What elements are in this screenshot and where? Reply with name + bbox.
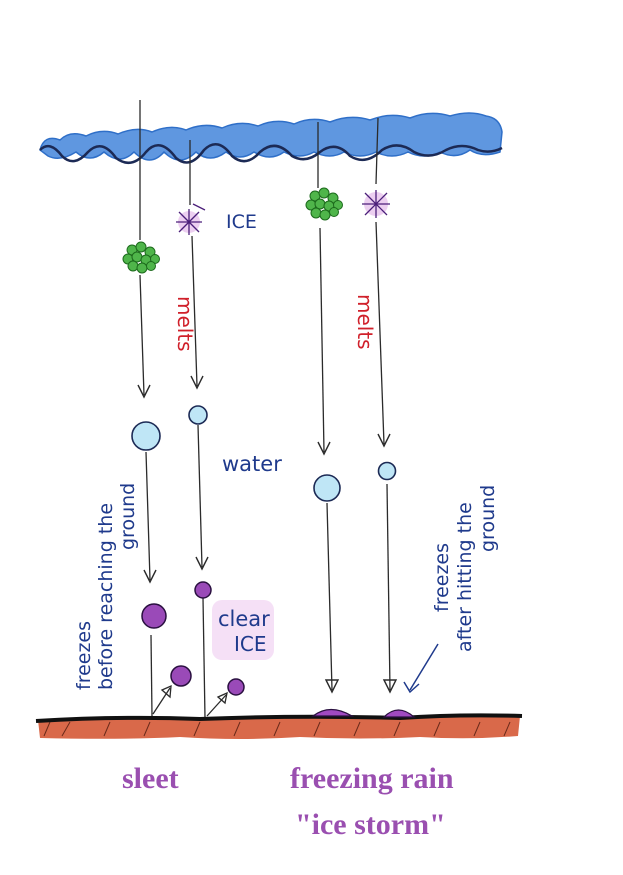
- label-freezes-before-line2: before reaching the: [95, 503, 117, 690]
- ice-crystal-left-icon: [176, 203, 206, 235]
- water-drops: [131, 405, 397, 502]
- label-clear-line2: ICE: [234, 632, 267, 656]
- water-drop-icon: [131, 421, 161, 451]
- arrow-icon: [317, 441, 331, 456]
- arrowheads: [137, 375, 398, 694]
- fall-line-3c: [326, 502, 333, 691]
- glaze-ice-icon: [382, 709, 416, 718]
- water-drop-icon: [313, 474, 341, 502]
- bounce-arrow-icon: [216, 691, 228, 705]
- arrow-icon: [382, 679, 398, 694]
- fall-line-2c: [197, 424, 203, 568]
- ice-pellet-icon: [194, 581, 212, 599]
- fall-line-1d: [150, 634, 153, 717]
- fall-line-4b: [375, 221, 385, 445]
- water-drop-icon: [377, 461, 397, 481]
- label-melts-right: melts: [353, 294, 377, 350]
- cloud-wavy-edge: [39, 143, 503, 165]
- label-freezes-after: freezes after hitting the ground: [431, 485, 499, 652]
- bounce-arrow-icon: [152, 687, 171, 715]
- label-freezes-before: freezes before reaching the ground: [73, 483, 139, 690]
- snow-cluster-right-icon: [305, 187, 343, 221]
- fall-line-1c: [145, 451, 151, 581]
- ground-hatching: [43, 721, 511, 737]
- ground-fill: [38, 716, 520, 739]
- bounce-arrow-icon: [160, 684, 172, 699]
- pointer-arrow-icon: [409, 643, 439, 691]
- cloud-band: [39, 112, 503, 161]
- snow-cluster-left-icon: [122, 241, 160, 274]
- caption-ice-storm: "ice storm": [295, 808, 446, 841]
- glaze-pointer: [403, 643, 439, 694]
- glaze-ice-icon: [311, 708, 355, 717]
- cloud-layer: [39, 112, 503, 165]
- pointer-arrow-icon: [403, 681, 420, 694]
- label-freezes-before-line3: ground: [117, 483, 139, 550]
- label-melts-left: melts: [173, 296, 197, 352]
- label-freezes-after-line3: ground: [477, 485, 499, 552]
- label-ice: ICE: [226, 211, 257, 233]
- bounce-arrow-icon: [206, 694, 227, 717]
- label-clear-line1: clear: [218, 607, 270, 631]
- label-freezes-after-line2: after hitting the: [454, 502, 476, 652]
- ground-line: [35, 713, 523, 723]
- caption-sleet: sleet: [122, 762, 179, 795]
- fall-line-3b: [319, 227, 325, 453]
- arrow-icon: [190, 375, 204, 390]
- fall-line-4c: [386, 483, 391, 691]
- fall-lines: [139, 100, 391, 719]
- ground: [35, 708, 523, 739]
- fall-line-4a: [375, 117, 379, 185]
- label-freezes-before-line1: freezes: [73, 621, 95, 690]
- ice-pellets: [141, 581, 245, 696]
- ice-pellet-icon: [227, 678, 245, 696]
- fall-line-2b: [191, 235, 198, 387]
- ice-pellet-icon: [170, 665, 192, 687]
- arrow-icon: [137, 384, 151, 399]
- arrow-icon: [195, 556, 209, 571]
- ice-crystal-right-icon: [362, 190, 390, 218]
- label-water: water: [222, 452, 282, 476]
- fall-line-1b: [139, 274, 145, 396]
- clear-ice-highlight: [212, 600, 274, 660]
- label-freezes-after-line1: freezes: [431, 543, 453, 612]
- bounce-arrows: [152, 684, 228, 717]
- label-clear-ice: clear ICE: [212, 600, 274, 660]
- arrow-icon: [324, 679, 340, 694]
- caption-freezing-rain: freezing rain: [290, 762, 454, 795]
- fall-line-2d: [202, 597, 206, 719]
- water-drop-icon: [188, 405, 208, 425]
- ice-pellet-icon: [141, 603, 167, 629]
- arrow-icon: [143, 569, 157, 584]
- arrow-icon: [377, 433, 391, 448]
